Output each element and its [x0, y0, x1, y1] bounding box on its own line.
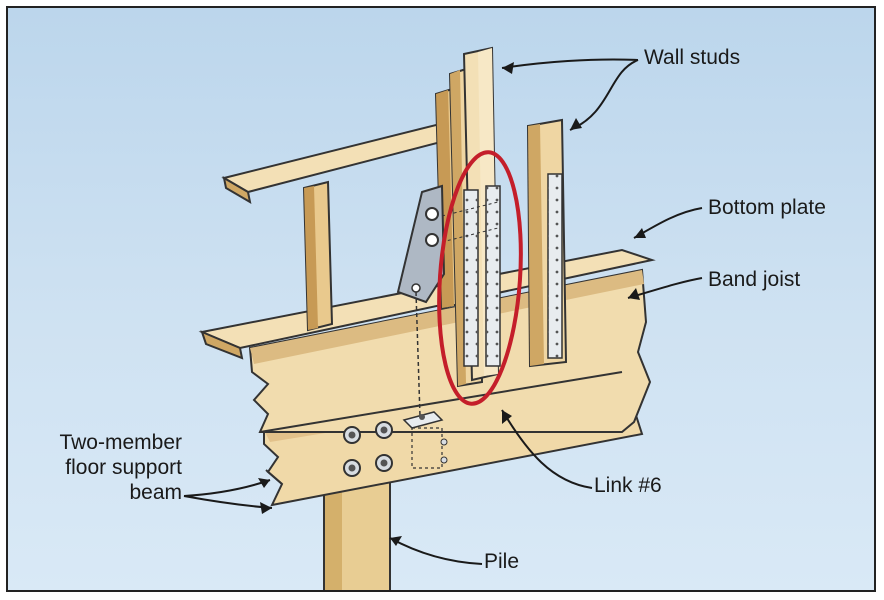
pile [323, 479, 391, 590]
label-floor-support-beam: Two-member floor support beam [8, 430, 182, 505]
cripple-stud [302, 180, 334, 332]
label-beam-line2: floor support [65, 456, 182, 479]
label-beam-line1: Two-member [59, 431, 182, 454]
hold-down-connector [396, 184, 446, 304]
label-pile: Pile [484, 550, 520, 573]
diagram-frame: Wall studs Bottom plate Band joist Two-m… [6, 6, 876, 592]
label-band-joist: Band joist [708, 268, 801, 291]
plate-washer [402, 411, 448, 469]
label-link: Link #6 [594, 474, 662, 497]
arrowheads [258, 62, 646, 546]
beam-bolts [343, 421, 393, 477]
framing-illustration [183, 46, 703, 590]
metal-straps [441, 173, 563, 367]
label-bottom-plate: Bottom plate [708, 196, 826, 219]
label-wall-studs: Wall studs [644, 46, 741, 69]
label-beam-line3: beam [129, 481, 182, 504]
link-highlight-circle [437, 150, 523, 406]
